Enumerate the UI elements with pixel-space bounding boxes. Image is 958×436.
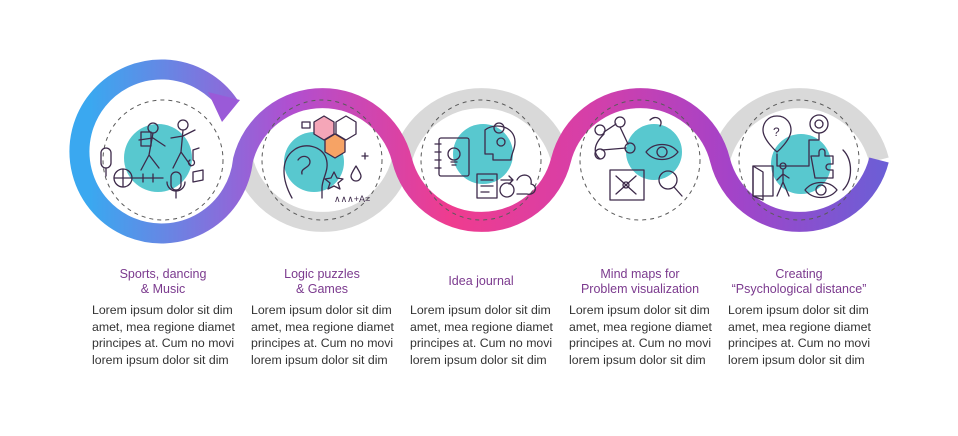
- gray-ring-segments: [233, 88, 889, 232]
- idea-journal-icon: [434, 122, 536, 199]
- step-1-title: Sports, dancing & Music: [119, 267, 207, 296]
- step-2-description: Lorem ipsum dolor sit dim amet, mea regi…: [251, 303, 394, 367]
- step-3-description: Lorem ipsum dolor sit dim amet, mea regi…: [410, 303, 553, 367]
- sports-dancing-music-icon: [100, 119, 204, 199]
- svg-text:∧∧∧+A=: ∧∧∧+A=: [334, 194, 370, 204]
- svg-text:?: ?: [773, 125, 780, 139]
- mind-maps-icon: [594, 116, 683, 201]
- flow-arrow-head: [208, 92, 240, 122]
- flow-band: [69, 59, 889, 244]
- step-5-description: Lorem ipsum dolor sit dim amet, mea regi…: [728, 303, 871, 367]
- step-1-description: Lorem ipsum dolor sit dim amet, mea regi…: [92, 303, 235, 367]
- step-5-title: Creating “Psychological distance”: [731, 267, 867, 296]
- logic-puzzles-games-icon: ∧∧∧+A=: [283, 115, 370, 204]
- step-2-title: Logic puzzles & Games: [284, 267, 360, 296]
- psychological-distance-icon: ?: [752, 114, 852, 201]
- step-4-title: Mind maps for Problem visualization: [580, 267, 700, 296]
- dashed-rings: [102, 99, 860, 221]
- step-4-description: Lorem ipsum dolor sit dim amet, mea regi…: [569, 303, 712, 367]
- step-3-title: Idea journal: [448, 274, 514, 288]
